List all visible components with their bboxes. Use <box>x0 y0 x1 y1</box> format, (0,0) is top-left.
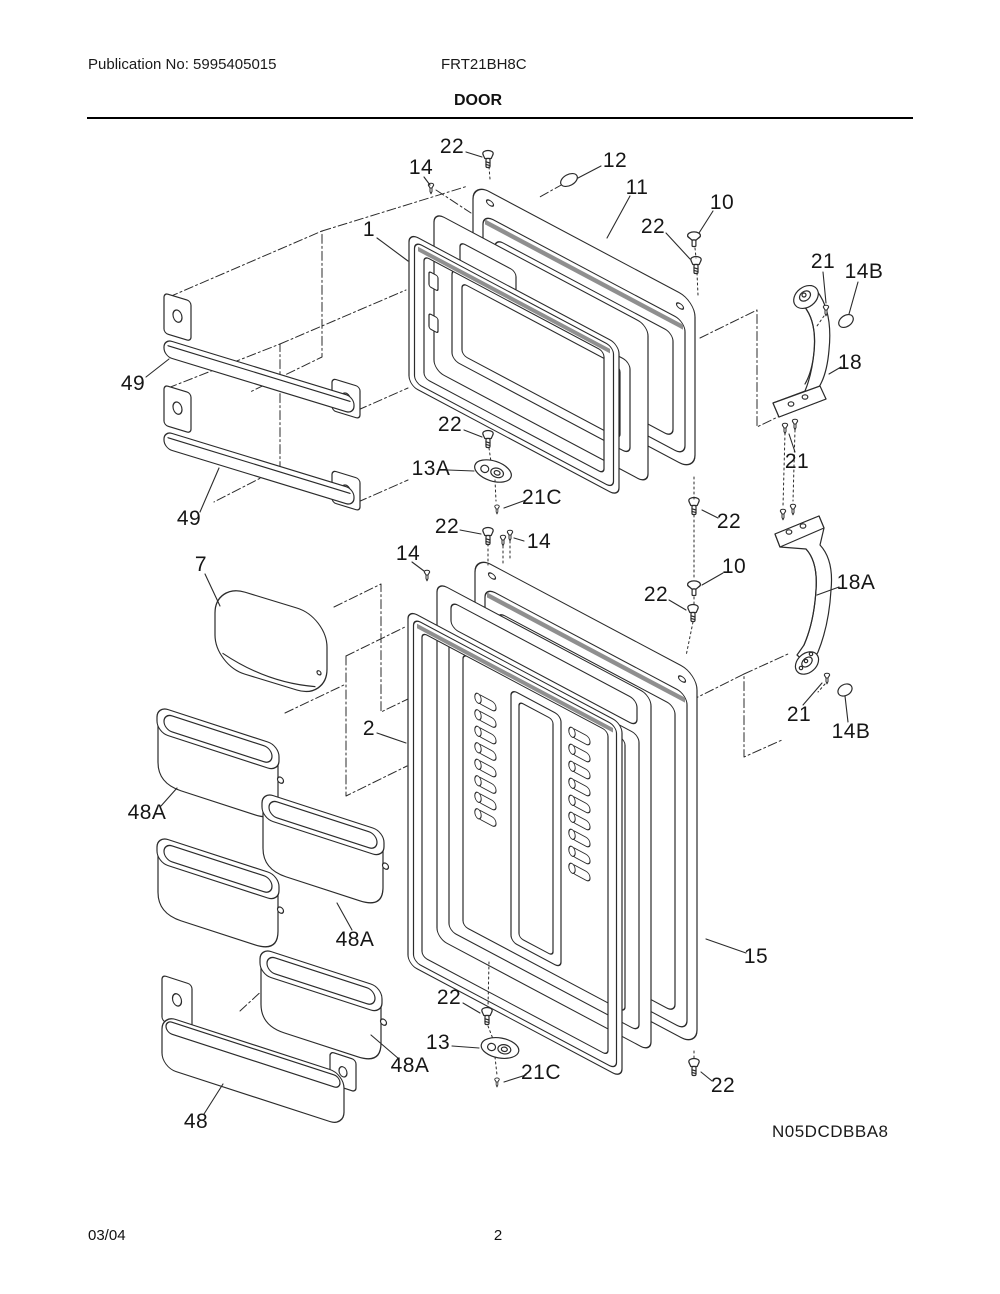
leader-lines <box>145 151 859 1115</box>
footer-date: 03/04 <box>88 1227 126 1244</box>
part-door-gasket-1 <box>408 235 620 494</box>
part-door-handle-18a <box>774 515 833 675</box>
part-door-bin-48a-2 <box>261 791 390 911</box>
part-dairy-cover-7 <box>214 590 328 693</box>
screw-alignment-lines <box>487 166 826 1076</box>
part-plug-14b-lower <box>837 683 853 697</box>
part-plug-12 <box>560 172 578 188</box>
section-title: DOOR <box>454 92 502 109</box>
footer-page-number: 2 <box>493 1227 503 1244</box>
part-plug-14b-upper <box>838 313 854 329</box>
part-door-gasket-2 <box>407 612 623 1075</box>
publication-number: Publication No: 5995405015 <box>88 56 277 73</box>
header-rule <box>87 117 913 119</box>
part-hinge-plate-13 <box>478 1034 522 1062</box>
model-number: FRT21BH8C <box>441 56 527 73</box>
part-door-bin-48a-4 <box>259 947 388 1067</box>
part-door-liner-lower <box>436 585 652 1049</box>
part-door-handle-18 <box>772 284 831 418</box>
diagram-code: N05DCDBBA8 <box>772 1122 889 1141</box>
part-door-rail-49-upper <box>163 292 361 420</box>
part-hinge-plate-13a <box>471 455 515 487</box>
part-door-shelf-48 <box>161 975 357 1123</box>
